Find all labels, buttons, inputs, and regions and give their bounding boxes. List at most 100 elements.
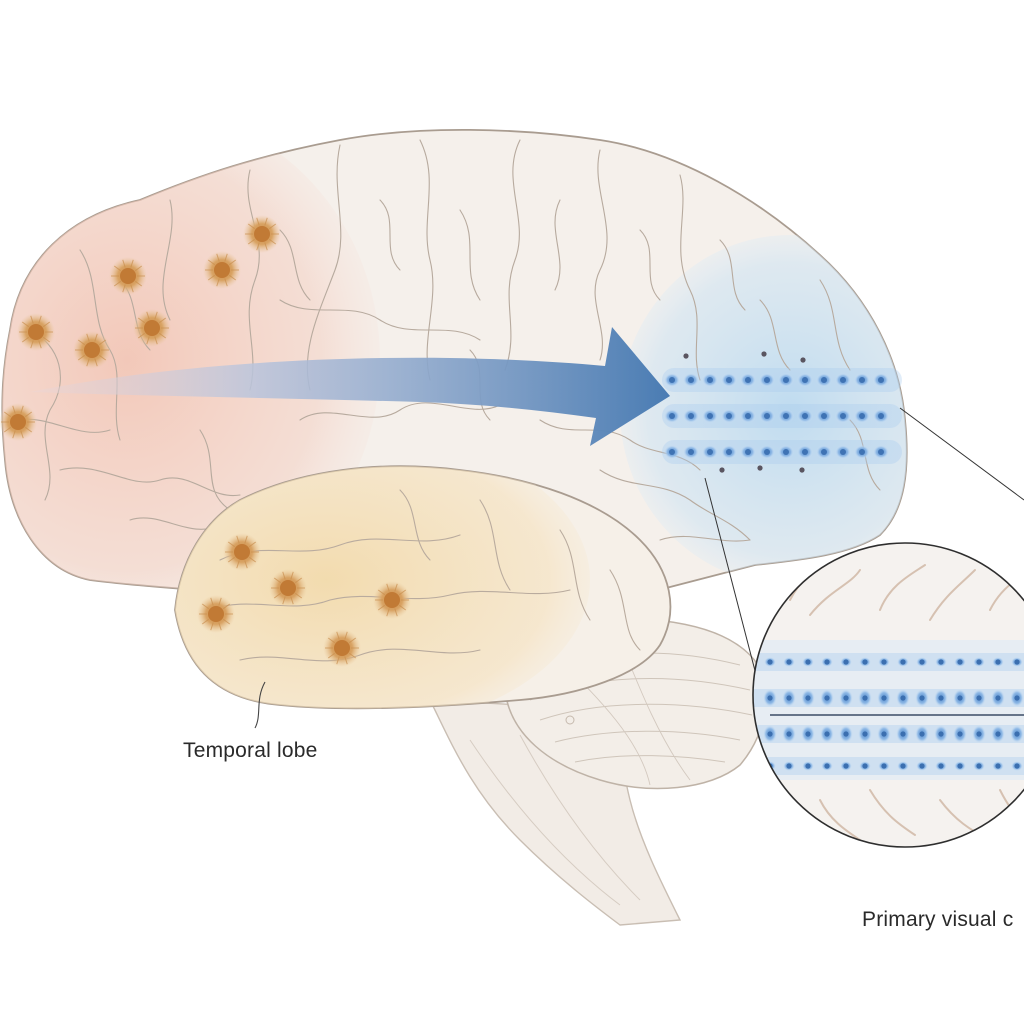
neuron-cluster-icon	[816, 373, 832, 387]
neuron-cluster-icon	[991, 725, 1005, 743]
neuron-cluster-icon	[1010, 689, 1024, 707]
neuron-cluster-icon	[763, 725, 777, 743]
neuron-cluster-icon	[801, 689, 815, 707]
neuron-cluster-icon	[664, 409, 680, 423]
dark-dot	[799, 467, 805, 473]
neuron-cluster-icon	[877, 725, 891, 743]
neuron-cluster-icon	[835, 373, 851, 387]
neuron-cluster-icon	[17, 313, 55, 351]
neuron-cluster-icon	[839, 689, 853, 707]
neuron-cluster-icon	[683, 445, 699, 459]
neuron-cluster-icon	[878, 657, 890, 667]
neuron-cluster-icon	[782, 725, 796, 743]
neuron-cluster-icon	[740, 409, 756, 423]
neuron-cluster-icon	[783, 761, 795, 771]
neuron-cluster-icon	[797, 373, 813, 387]
neuron-cluster-icon	[821, 657, 833, 667]
neuron-cluster-icon	[1011, 657, 1023, 667]
neuron-cluster-icon	[973, 657, 985, 667]
neuron-cluster-icon	[243, 215, 281, 253]
neuron-cluster-icon	[854, 373, 870, 387]
dark-dot	[757, 465, 763, 471]
neuron-cluster-icon	[915, 725, 929, 743]
neuron-cluster-icon	[683, 409, 699, 423]
neuron-cluster-icon	[759, 409, 775, 423]
neuron-cluster-icon	[854, 409, 870, 423]
neuron-cluster-icon	[802, 657, 814, 667]
neuron-cluster-icon	[972, 689, 986, 707]
neuron-cluster-icon	[759, 445, 775, 459]
neuron-cluster-icon	[763, 689, 777, 707]
neuron-cluster-icon	[954, 657, 966, 667]
neuron-cluster-icon	[223, 533, 261, 571]
neuron-cluster-icon	[801, 725, 815, 743]
neuron-cluster-icon	[778, 409, 794, 423]
neuron-cluster-icon	[797, 409, 813, 423]
neuron-cluster-icon	[973, 761, 985, 771]
neuron-cluster-icon	[877, 689, 891, 707]
neuron-cluster-icon	[683, 373, 699, 387]
temporal-lobe-label: Temporal lobe	[183, 739, 318, 762]
neuron-cluster-icon	[954, 761, 966, 771]
neuron-cluster-icon	[73, 331, 111, 369]
temporal-leader-line	[254, 681, 266, 729]
neuron-cluster-icon	[839, 725, 853, 743]
dark-dot	[719, 467, 725, 473]
neuron-cluster-icon	[783, 657, 795, 667]
frontal-neurons	[0, 215, 411, 667]
neuron-cluster-icon	[897, 657, 909, 667]
neuron-cluster-icon	[859, 657, 871, 667]
neuron-cluster-icon	[820, 725, 834, 743]
neuron-cluster-icon	[854, 445, 870, 459]
neuron-cluster-icon	[740, 373, 756, 387]
neuron-cluster-icon	[702, 409, 718, 423]
neuron-cluster-icon	[820, 689, 834, 707]
neuron-cluster-icon	[373, 581, 411, 619]
neuron-cluster-icon	[0, 403, 37, 441]
neuron-cluster-icon	[721, 445, 737, 459]
neuron-cluster-icon	[953, 725, 967, 743]
neuron-cluster-icon	[915, 689, 929, 707]
neuron-cluster-icon	[721, 373, 737, 387]
neuron-cluster-icon	[934, 689, 948, 707]
neuron-cluster-icon	[197, 595, 235, 633]
neuron-cluster-icon	[840, 761, 852, 771]
pathway-arrow	[30, 327, 670, 446]
neuron-cluster-icon	[935, 657, 947, 667]
neuron-cluster-icon	[916, 761, 928, 771]
neuron-cluster-icon	[778, 373, 794, 387]
neuron-cluster-icon	[873, 373, 889, 387]
neuron-cluster-icon	[873, 445, 889, 459]
neuron-cluster-icon	[1010, 725, 1024, 743]
neuron-cluster-icon	[269, 569, 307, 607]
neuron-cluster-icon	[740, 445, 756, 459]
magnified-inset	[752, 542, 1024, 848]
neuron-cluster-icon	[802, 761, 814, 771]
primary-visual-cortex-label: Primary visual c	[862, 908, 1014, 931]
neuron-cluster-icon	[835, 445, 851, 459]
neuron-cluster-icon	[821, 761, 833, 771]
neuron-cluster-icon	[702, 445, 718, 459]
neuron-cluster-icon	[323, 629, 361, 667]
neuron-cluster-icon	[896, 689, 910, 707]
dark-dot	[683, 353, 689, 359]
neuron-cluster-icon	[721, 409, 737, 423]
neuron-cluster-icon	[897, 761, 909, 771]
neuron-cluster-icon	[203, 251, 241, 289]
neuron-cluster-icon	[992, 657, 1004, 667]
neuron-cluster-icon	[1011, 761, 1023, 771]
occipital-neuron-layers	[662, 351, 902, 473]
neuron-cluster-icon	[664, 445, 680, 459]
neuron-cluster-icon	[778, 445, 794, 459]
neuron-cluster-icon	[797, 445, 813, 459]
neuron-cluster-icon	[878, 761, 890, 771]
neuron-cluster-icon	[759, 373, 775, 387]
neuron-cluster-icon	[916, 657, 928, 667]
neuron-cluster-icon	[109, 257, 147, 295]
neuron-cluster-icon	[702, 373, 718, 387]
neuron-cluster-icon	[816, 445, 832, 459]
neuron-cluster-icon	[859, 761, 871, 771]
dark-dot	[761, 351, 767, 357]
dark-dot	[800, 357, 806, 363]
